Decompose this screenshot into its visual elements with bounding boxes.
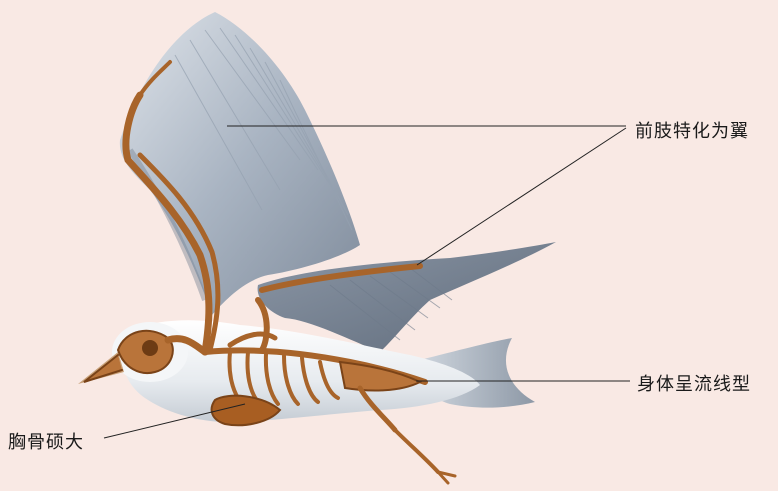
label-forelimb-wing: 前肢特化为翼 bbox=[635, 117, 749, 143]
label-keel-sternum: 胸骨硕大 bbox=[8, 428, 84, 454]
label-streamlined-body: 身体呈流线型 bbox=[637, 370, 751, 396]
leader-line-wing-lower bbox=[417, 128, 626, 265]
upper-wing bbox=[120, 12, 360, 315]
